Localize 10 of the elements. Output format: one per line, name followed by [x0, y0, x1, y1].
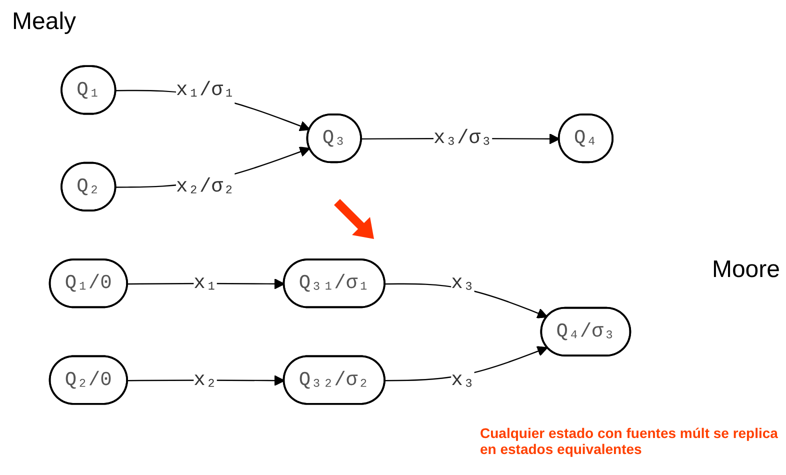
note-text: Cualquier estado con fuentes múlt se replica en estados equivalentes	[480, 425, 779, 457]
edge-label: x₂/σ₂	[176, 176, 235, 198]
edge-label: x₃	[451, 369, 475, 392]
diagram-heading: Moore	[712, 256, 780, 284]
edge-label: x₁/σ₁	[176, 78, 235, 101]
edge-label: x₃/σ₃	[433, 127, 492, 150]
edge-label: x₂	[194, 369, 218, 392]
edge-label: x₃	[451, 272, 475, 294]
edge-label: x₁	[194, 272, 218, 294]
diagram-heading: Mealy	[12, 8, 76, 36]
